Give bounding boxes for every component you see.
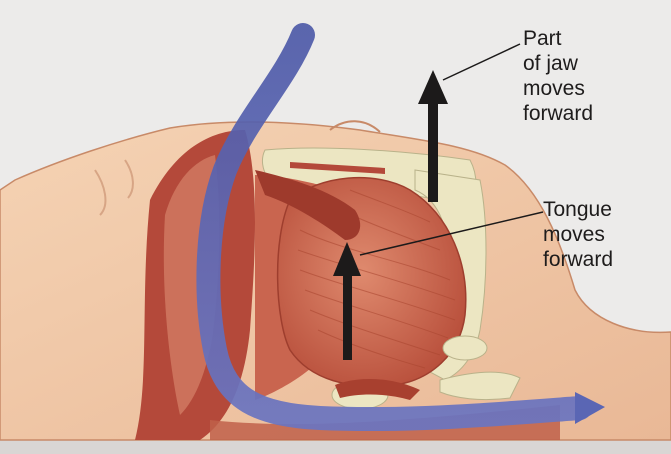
jaw-annotation-line-4: forward (523, 101, 593, 126)
jaw-annotation-line-1: Part (523, 26, 593, 51)
tongue-annotation: Tongue moves forward (543, 197, 613, 272)
jaw-annotation-line-3: moves (523, 76, 593, 101)
jaw-annotation: Part of jaw moves forward (523, 26, 593, 126)
bottom-shadow (0, 440, 671, 454)
tongue-annotation-line-2: moves (543, 222, 613, 247)
tongue-annotation-line-1: Tongue (543, 197, 613, 222)
jaw-annotation-line-2: of jaw (523, 51, 593, 76)
tongue-annotation-line-3: forward (543, 247, 613, 272)
hyoid-bone (443, 336, 487, 360)
